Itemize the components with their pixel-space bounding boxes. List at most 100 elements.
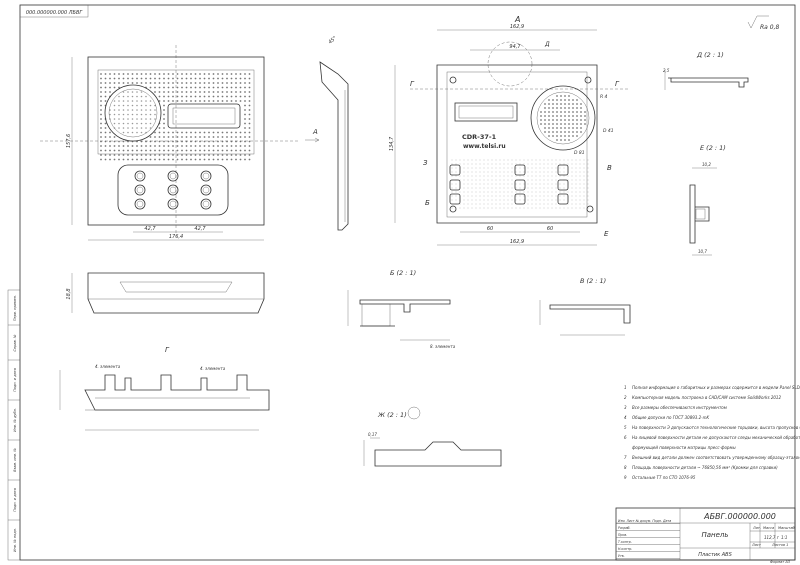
left-strip-label: Инв. № подл. — [13, 528, 17, 552]
svg-text:134,7: 134,7 — [389, 136, 395, 151]
svg-text:4. элемента: 4. элемента — [95, 364, 121, 369]
view-a-speaker — [530, 85, 596, 151]
front-button — [167, 198, 179, 210]
view-a-button — [557, 164, 569, 176]
title-block-row: Разраб. — [618, 526, 631, 530]
svg-text:В: В — [607, 164, 612, 172]
front-button — [134, 170, 146, 182]
detail-d: Д (2 : 1) 2,5 — [663, 51, 749, 90]
front-button — [134, 184, 146, 196]
front-button — [167, 170, 179, 182]
left-strip-label: Справ. № — [13, 334, 17, 351]
note-line: формующей поверхности матрицы пресс-форм… — [632, 445, 736, 450]
button-panel — [117, 164, 229, 216]
svg-text:4: 4 — [624, 415, 627, 420]
svg-text:42,7: 42,7 — [194, 226, 206, 232]
title-block-row: Т.контр. — [618, 540, 632, 544]
front-button — [167, 184, 179, 196]
svg-text:А: А — [312, 128, 318, 136]
front-view: 176,4 42,7 42,7 157,6 — [40, 45, 300, 241]
left-strip-label: Взам. инв. № — [13, 448, 17, 472]
note-line: На поверхности Э допускаются технологиче… — [632, 425, 800, 430]
svg-text:2: 2 — [624, 395, 627, 400]
format-label: Формат А3 — [770, 560, 790, 564]
front-button — [200, 184, 212, 196]
detail-e: Е (2 : 1) 10,2 10,7 — [689, 144, 726, 256]
svg-text:Г: Г — [615, 80, 620, 88]
front-button — [200, 170, 212, 182]
model-label: CDR-37-1 — [462, 133, 497, 141]
title-block-row: Пров. — [618, 533, 627, 537]
title-block: АБВГ.000000.000 Панель Пластик ABS Лит. … — [615, 507, 795, 561]
svg-text:162,9: 162,9 — [510, 239, 524, 245]
display-window — [167, 103, 241, 129]
svg-text:10,7: 10,7 — [698, 249, 707, 254]
front-button — [200, 198, 212, 210]
roughness-mark: Ra 0,8 — [747, 15, 779, 31]
svg-text:Ra 0,8: Ra 0,8 — [760, 24, 779, 31]
svg-text:7: 7 — [624, 455, 627, 460]
view-a-button — [557, 179, 569, 191]
svg-text:157,6: 157,6 — [66, 134, 72, 148]
left-strip-frame — [7, 289, 21, 561]
svg-text:176,4: 176,4 — [169, 234, 183, 240]
note-line: Остальные ТТ по СТО 1076-95 — [632, 475, 696, 480]
note-line: Общие допуски по ГОСТ 30893.2-mK — [632, 415, 709, 420]
view-a-button — [449, 193, 461, 205]
svg-text:В (2 : 1): В (2 : 1) — [580, 277, 606, 285]
svg-text:2,5: 2,5 — [663, 68, 670, 73]
svg-text:Лит.: Лит. — [752, 526, 761, 530]
svg-text:Масштаб: Масштаб — [778, 526, 795, 530]
svg-text:112,7 г: 112,7 г — [764, 535, 780, 540]
note-line: Компьютерная модель построена в CAD/CAM … — [632, 395, 781, 400]
svg-text:18,8: 18,8 — [66, 288, 72, 299]
svg-text:Д: Д — [544, 41, 550, 48]
svg-text:Ж (2 : 1): Ж (2 : 1) — [377, 411, 407, 419]
svg-text:D 41: D 41 — [603, 128, 614, 134]
svg-text:Листов 1: Листов 1 — [771, 543, 788, 547]
doc-code: АБВГ.000000.000 — [703, 512, 776, 521]
view-a-button — [557, 193, 569, 205]
svg-text:6: 6 — [624, 435, 627, 440]
svg-text:3: 3 — [624, 405, 627, 410]
bottom-view: 18,8 — [66, 272, 265, 314]
note-line: Внешний вид детали должен соответствоват… — [632, 455, 800, 460]
technical-notes: 1 Полная информация о габаритных и размер… — [624, 385, 800, 480]
svg-text:10,2: 10,2 — [702, 162, 711, 167]
top-stamp-box — [19, 4, 89, 18]
svg-text:1: 1 — [624, 385, 627, 390]
svg-text:R 4: R 4 — [600, 94, 608, 100]
svg-text:Б (2 : 1): Б (2 : 1) — [390, 269, 416, 277]
svg-text:42,7: 42,7 — [144, 226, 156, 232]
section-g: Г 4. элемента 4. элемента — [59, 346, 270, 431]
top-stamp: 000.000000.000 ЛБВГ — [26, 10, 84, 16]
svg-text:1:1: 1:1 — [781, 535, 787, 540]
site-label: www.telsi.ru — [463, 143, 506, 150]
front-button — [134, 198, 146, 210]
side-view: А 45° — [305, 35, 349, 231]
view-a-button — [514, 179, 526, 191]
note-line: Полная информация о габаритных и размера… — [632, 385, 800, 390]
svg-text:45°: 45° — [327, 35, 338, 46]
detail-v: В (2 : 1) — [539, 277, 631, 336]
svg-text:З: З — [423, 159, 428, 167]
note-line: Все размеры обеспечиваются инструментом — [632, 405, 727, 410]
svg-text:Е: Е — [604, 230, 609, 238]
view-a-button — [449, 179, 461, 191]
detail-d-circle — [487, 41, 533, 87]
left-strip-label: Перв. примен. — [13, 295, 17, 321]
svg-text:8. элемента: 8. элемента — [430, 344, 456, 349]
left-strip-label: Подп. и дата — [13, 368, 17, 392]
svg-text:А: А — [514, 15, 520, 24]
part-name: Панель — [701, 531, 728, 539]
svg-text:0,17: 0,17 — [368, 432, 377, 437]
svg-text:Е (2 : 1): Е (2 : 1) — [700, 144, 726, 152]
title-block-row: Н.контр. — [618, 547, 632, 551]
svg-text:9: 9 — [624, 475, 627, 480]
svg-text:8: 8 — [624, 465, 627, 470]
svg-text:94,7: 94,7 — [509, 44, 521, 50]
material: Пластик ABS — [698, 552, 732, 558]
svg-text:60: 60 — [547, 226, 553, 232]
left-strip-label: Подп. и дата — [13, 488, 17, 512]
svg-text:Б: Б — [425, 199, 430, 207]
